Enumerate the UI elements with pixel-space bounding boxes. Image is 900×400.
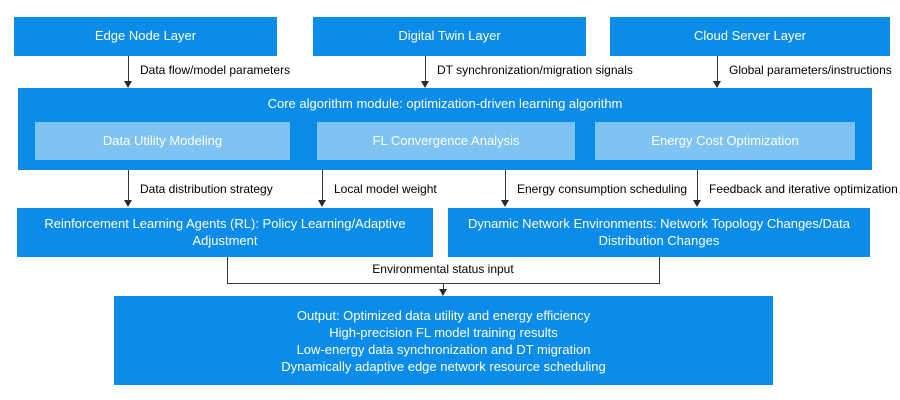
- energy-cost-optimization-box: Energy Cost Optimization: [595, 122, 855, 160]
- env-connector-left-line: [227, 257, 228, 284]
- feedback-arrowhead-icon: [693, 200, 701, 207]
- data-distribution-arrowhead-icon: [124, 200, 132, 207]
- energy-scheduling-arrow-line: [505, 170, 506, 201]
- digital-twin-layer-box: Digital Twin Layer: [313, 17, 586, 56]
- output-line: Dynamically adaptive edge network resour…: [281, 358, 606, 374]
- output-line: High-precision FL model training results: [329, 324, 558, 340]
- env-status-label: Environmental status input: [372, 262, 514, 276]
- data-distribution-label: Data distribution strategy: [140, 182, 273, 196]
- cloud-server-layer-box: Cloud Server Layer: [610, 17, 890, 56]
- output-box: Output: Optimized data utility and energ…: [114, 296, 773, 385]
- output-line: Low-energy data synchronization and DT m…: [296, 341, 591, 357]
- energy-scheduling-label: Energy consumption scheduling: [517, 182, 688, 196]
- feedback-label: Feedback and iterative optimization: [709, 182, 898, 196]
- output-line: Output: Optimized data utility and energ…: [296, 307, 591, 323]
- env-to-output-arrow-line: [443, 283, 444, 290]
- local-model-weight-arrowhead-icon: [318, 200, 326, 207]
- dynamic-network-environments-box: Dynamic Network Environments: Network To…: [448, 208, 870, 257]
- data-distribution-arrow-line: [128, 170, 129, 201]
- edge-to-core-arrow-line: [128, 56, 129, 82]
- edge-to-core-arrowhead-icon: [124, 81, 132, 88]
- core-module-title: Core algorithm module: optimization-driv…: [267, 96, 623, 111]
- feedback-arrow-line: [697, 170, 698, 201]
- cloud-to-core-arrowhead-icon: [713, 81, 721, 88]
- edge-arrow-label: Data flow/model parameters: [140, 63, 291, 77]
- edge-node-layer-box: Edge Node Layer: [14, 17, 277, 56]
- local-model-weight-label: Local model weight: [334, 182, 437, 196]
- data-utility-modeling-box: Data Utility Modeling: [35, 122, 290, 160]
- env-to-output-arrowhead-icon: [439, 289, 447, 296]
- cloud-to-core-arrow-line: [717, 56, 718, 82]
- local-model-weight-arrow-line: [322, 170, 323, 201]
- env-connector-right-line: [659, 257, 660, 284]
- rl-agents-box: Reinforcement Learning Agents (RL): Poli…: [17, 208, 433, 257]
- dt-to-core-arrow-line: [425, 56, 426, 82]
- dt-to-core-arrowhead-icon: [421, 81, 429, 88]
- energy-scheduling-arrowhead-icon: [501, 200, 509, 207]
- cloud-arrow-label: Global parameters/instructions: [729, 63, 892, 77]
- dt-arrow-label: DT synchronization/migration signals: [437, 63, 633, 77]
- fl-convergence-analysis-box: FL Convergence Analysis: [317, 122, 575, 160]
